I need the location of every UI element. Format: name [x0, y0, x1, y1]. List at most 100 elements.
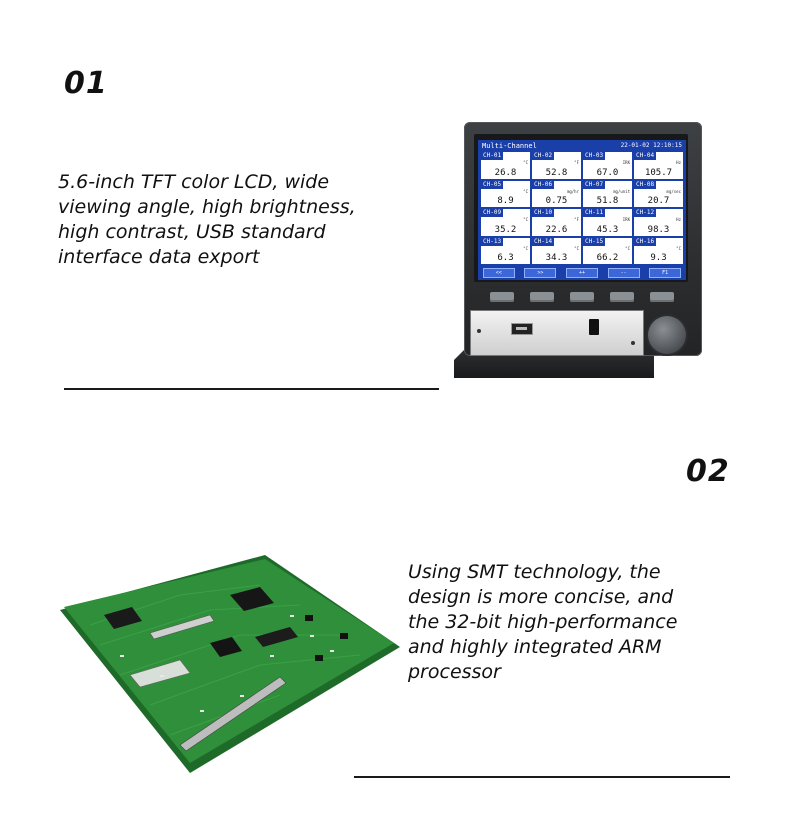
section-02-description: Using SMT technology, the design is more…: [408, 560, 677, 685]
chip-icon: [104, 607, 142, 629]
screw-icon: [477, 329, 481, 333]
channel-cell: CH-16 °C 9.3: [634, 237, 683, 264]
channel-value: 20.7: [647, 196, 670, 206]
channel-unit: °C: [523, 245, 528, 251]
lcd-time: 22-01-02 12:10:15: [620, 142, 682, 149]
section-01-divider: [64, 388, 439, 390]
channel-cell: CH-15 °C 66.2: [583, 237, 632, 264]
lcd-softkeys: << >> ++ -- F1: [478, 268, 686, 278]
channel-value: 66.2: [596, 253, 619, 263]
lcd-softkey: --: [607, 268, 640, 278]
channel-cell: CH-06 mg/hr 0.75: [532, 180, 581, 207]
channel-unit: Hz: [676, 217, 681, 222]
channel-unit: °F: [574, 217, 579, 222]
channel-cell: CH-09 °C 35.2: [481, 209, 530, 236]
section-number-01: 01: [64, 66, 108, 101]
pcb-board: [64, 559, 394, 763]
channel-unit: IRK: [622, 160, 630, 165]
channel-cell: CH-07 mg/unit 51.8: [583, 180, 632, 207]
channel-unit: mg/unit: [613, 188, 630, 194]
channel-label: CH-12: [634, 209, 657, 217]
channel-cell: CH-08 mg/sec 20.7: [634, 180, 683, 207]
lcd-title: Multi-Channel: [482, 142, 537, 150]
section-02-line: processor: [408, 661, 501, 683]
hardware-key: [490, 292, 514, 302]
channel-label: CH-04: [634, 152, 657, 160]
channel-value: 35.2: [494, 224, 517, 235]
channel-unit: °C: [625, 245, 630, 251]
section-01-line: interface data export: [58, 246, 260, 268]
screw-icon: [631, 341, 635, 345]
channel-value: 67.0: [596, 167, 619, 178]
channel-value: 51.8: [596, 196, 619, 206]
channel-label: CH-09: [481, 209, 504, 217]
section-01-line: high contrast, USB standard: [58, 221, 326, 243]
channel-unit: °C: [523, 217, 528, 222]
channel-label: CH-13: [481, 237, 504, 246]
channel-label: CH-06: [532, 180, 555, 189]
circuit-board-image: [60, 555, 400, 775]
channel-unit: °C: [574, 245, 579, 251]
smd-chips: [305, 615, 348, 661]
section-02-line: Using SMT technology, the: [408, 561, 661, 583]
hardware-key: [610, 292, 634, 302]
control-knob-icon: [648, 316, 686, 354]
smd-components: [120, 615, 334, 712]
channel-label: CH-15: [583, 237, 606, 246]
section-02-divider: [354, 776, 730, 778]
channel-value: 52.8: [545, 167, 568, 178]
front-panel-door: [470, 310, 644, 356]
chip-icon: [210, 637, 242, 657]
section-02-line: and highly integrated ARM: [408, 636, 662, 658]
channel-value: 6.3: [497, 253, 514, 263]
channel-label: CH-01: [481, 152, 504, 160]
channel-label: CH-05: [481, 180, 504, 189]
display-connector-icon: [129, 659, 191, 688]
ribbon-connector-icon: [179, 676, 287, 752]
channel-label: CH-10: [532, 209, 555, 217]
channel-unit: °F: [574, 160, 579, 165]
channel-label: CH-14: [532, 237, 555, 246]
channel-value: 9.3: [650, 253, 667, 263]
section-number-02: 02: [686, 454, 730, 489]
channel-unit: °C: [523, 188, 528, 194]
channel-cell: CH-13 °C 6.3: [481, 237, 530, 264]
channel-unit: mg/sec: [666, 188, 681, 194]
channel-label: CH-02: [532, 152, 555, 160]
pcb-illustration: [60, 555, 400, 773]
channel-value: 26.8: [494, 167, 517, 178]
channel-value: 98.3: [647, 224, 670, 235]
channel-unit: mg/hr: [566, 188, 579, 194]
section-01-line: 5.6-inch TFT color LCD, wide: [58, 171, 330, 193]
channel-value: 0.75: [545, 196, 568, 206]
section-01-line: viewing angle, high brightness,: [58, 196, 356, 218]
lcd-softkey: <<: [482, 268, 515, 278]
channel-label: CH-16: [634, 237, 657, 246]
channel-label: CH-07: [583, 180, 606, 189]
usb-port-icon: [511, 323, 533, 335]
channel-label: CH-08: [634, 180, 657, 189]
channel-unit: °C: [676, 245, 681, 251]
section-02-line: design is more concise, and: [408, 586, 674, 608]
chip-icon: [255, 627, 298, 647]
lcd-softkey: >>: [524, 268, 557, 278]
connector-icon: [149, 614, 215, 640]
lcd-softkey: F1: [649, 268, 682, 278]
channel-value: 105.7: [644, 167, 673, 178]
hardware-key: [650, 292, 674, 302]
channel-unit: IRK: [622, 217, 630, 222]
channel-unit: Hz: [676, 160, 681, 165]
channel-cell: CH-02 °F 52.8: [532, 152, 581, 179]
channel-value: 45.3: [596, 224, 619, 235]
